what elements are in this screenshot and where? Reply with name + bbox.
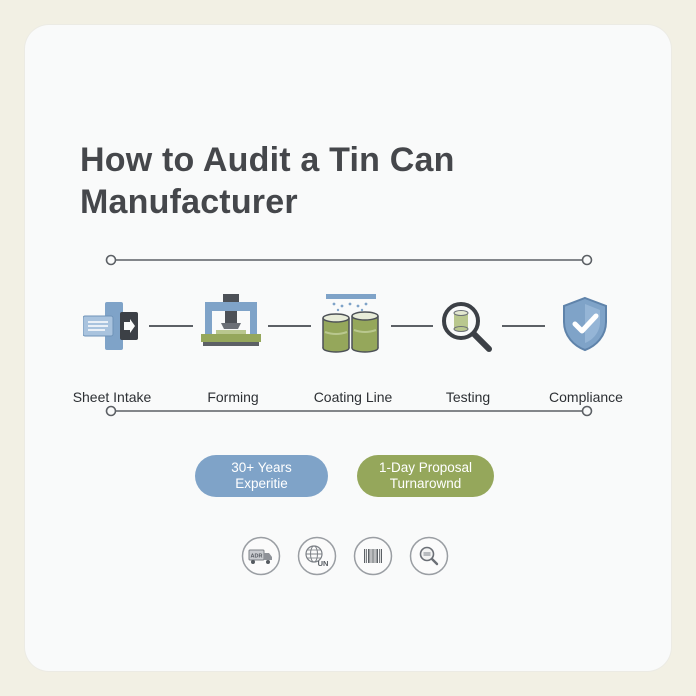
adr-text: ADR: [251, 554, 263, 560]
connector-3: [391, 325, 433, 327]
top-rule: [105, 254, 593, 266]
main-card: How to Audit a Tin Can Manufacturer: [25, 25, 671, 671]
barcode-icon: [353, 536, 393, 576]
turnaround-badge-line2: Turnarownd: [389, 476, 462, 491]
forming-press-icon: [201, 294, 261, 346]
step-label-testing: Testing: [445, 389, 491, 405]
truck-adr-icon: ADR: [241, 536, 281, 576]
sheet-intake-icon: [83, 302, 138, 350]
connector-4: [502, 325, 545, 327]
turnaround-badge-line1: 1-Day Proposal: [378, 460, 473, 475]
step-label-sheet-intake: Sheet Intake: [72, 389, 152, 405]
step-label-forming: Forming: [207, 389, 259, 405]
step-label-compliance: Compliance: [549, 389, 623, 405]
experience-badge-line2: Experitie: [235, 476, 288, 491]
connector-2: [268, 325, 311, 327]
magnifier-can-icon: [442, 302, 492, 352]
coating-cans-icon: [322, 294, 379, 353]
shield-check-icon: [563, 296, 607, 352]
experience-badge: 30+ Years Experitie: [195, 455, 328, 497]
un-text: UN: [318, 559, 329, 568]
experience-badge-line1: 30+ Years: [231, 460, 292, 475]
step-label-coating-line: Coating Line: [313, 389, 393, 405]
magnifier-badge-icon: [409, 536, 449, 576]
connector-1: [149, 325, 193, 327]
globe-un-icon: UN: [297, 536, 337, 576]
bottom-rule: [105, 405, 593, 417]
page-title: How to Audit a Tin Can Manufacturer: [80, 141, 455, 221]
turnaround-badge: 1-Day Proposal Turnarownd: [357, 455, 494, 497]
